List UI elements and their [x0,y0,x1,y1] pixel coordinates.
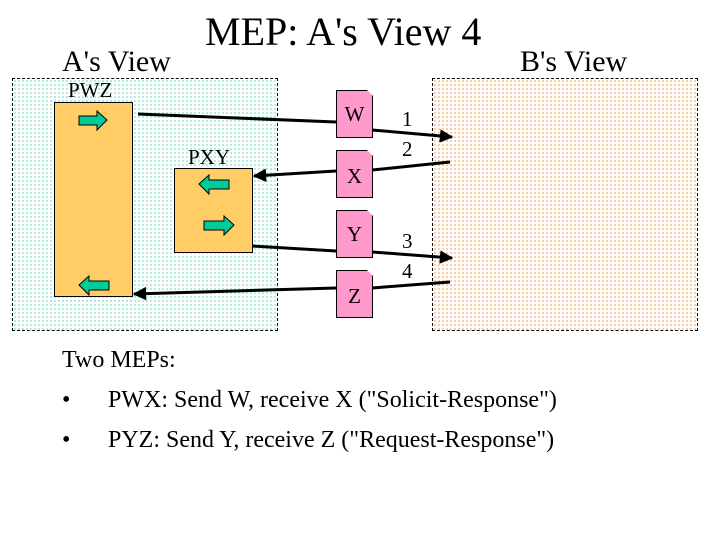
message-w-label: W [344,102,365,126]
caption-heading: Two MEPs: [62,340,176,380]
caption-item-text: PYZ: Send Y, receive Z ("Request-Respons… [108,427,555,453]
port-pwz-label: PWZ [68,78,113,102]
b-view-region [432,78,698,331]
caption: Two MEPs: • PWX: Send W, receive X ("Sol… [62,340,557,460]
port-pwz-box [54,102,133,297]
message-y-label: Y [346,222,363,246]
message-z-label: Z [348,284,361,308]
caption-item-text: PWX: Send W, receive X ("Solicit-Respons… [108,387,557,413]
message-x: X [336,150,373,198]
b-view-label: B's View [520,45,628,78]
flow-line-3 [371,250,454,264]
arrow-right-icon [203,214,235,237]
port-pxy-label: PXY [188,145,231,169]
message-x-label: X [346,164,363,188]
folded-corner [367,210,373,216]
message-w: W [336,90,373,138]
flow-line-4 [371,280,451,290]
arrow-left-icon [198,173,230,196]
sequence-number-1: 1 [402,107,413,131]
sequence-number-3: 3 [402,229,413,253]
bullet-icon: • [62,387,71,413]
message-y: Y [336,210,373,258]
message-z: Z [336,270,373,318]
caption-item: • PWX: Send W, receive X ("Solicit-Respo… [62,380,557,420]
flow-line-1 [371,128,454,143]
arrow-right-icon [78,109,108,132]
flow-line-y [251,244,337,253]
folded-corner [367,270,373,276]
flow-line-w [137,112,337,124]
a-view-label: A's View [62,45,171,78]
folded-corner [367,90,373,96]
slide-title: MEP: A's View 4 [205,9,482,54]
caption-heading-text: Two MEPs: [62,347,176,373]
caption-item: • PYZ: Send Y, receive Z ("Request-Respo… [62,420,554,460]
flow-line-x [252,168,337,182]
arrow-left-icon [78,274,110,297]
sequence-number-4: 4 [402,259,413,283]
folded-corner [367,150,373,156]
sequence-number-2: 2 [402,137,413,161]
flow-line-2 [371,160,451,172]
flow-line-z [132,286,337,301]
bullet-icon: • [62,427,71,453]
